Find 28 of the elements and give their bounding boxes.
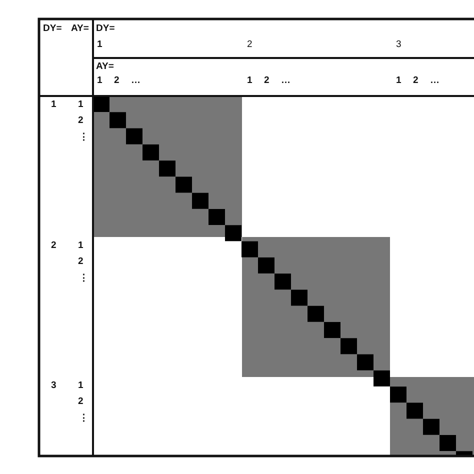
header-label: 1 [51,99,56,111]
header-label: 1 [97,39,102,51]
header-label: … [281,75,290,87]
header-label: 1 [78,380,84,392]
header-label: 2 [264,75,270,87]
header-label: 1 [78,99,84,111]
header-label: 2 [114,75,120,87]
header-label: 3 [396,39,402,51]
header-label: 2 [413,75,418,87]
header-label: 1 [78,240,84,252]
header-label: DY= [43,23,62,35]
header-label: … [131,75,140,87]
header-label: DY= [96,23,115,35]
header-label: 2 [247,39,252,51]
header-label: … [430,75,440,87]
header-label: 2 [78,396,84,408]
header-label: ⋮ [79,132,89,144]
header-label: 1 [247,75,252,87]
header-label: 2 [78,115,84,127]
header-label: 2 [78,256,84,268]
header-label: ⋮ [79,413,89,425]
header-label: 1 [396,75,402,87]
header-label: ⋮ [79,273,89,285]
header-label: 3 [51,380,56,392]
header-label: AY= [96,61,114,73]
header-label: AY= [71,23,89,35]
header-label: 2 [51,240,56,252]
header-label: 1 [97,75,102,87]
